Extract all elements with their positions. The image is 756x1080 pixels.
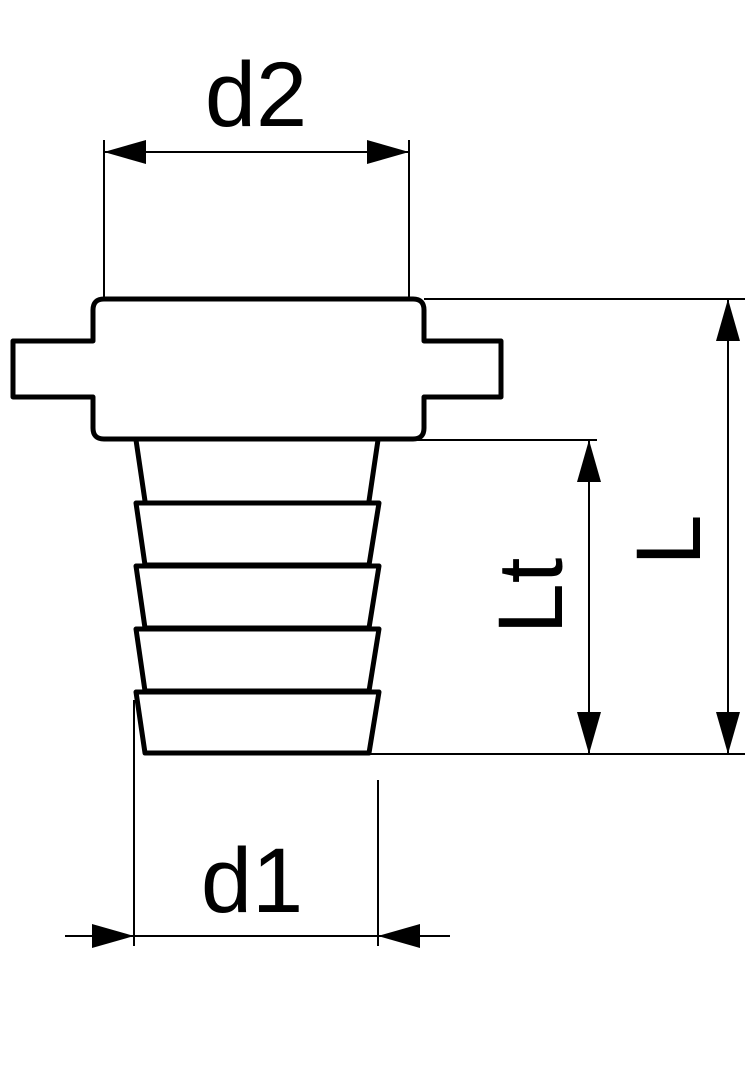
fitting-body bbox=[10, 296, 504, 756]
barb-neck bbox=[133, 439, 381, 502]
barb-ring-4 bbox=[133, 689, 382, 756]
arrowheads bbox=[92, 140, 740, 948]
d1-arrow-left bbox=[92, 924, 134, 948]
d2-arrow-left bbox=[104, 140, 146, 164]
d2-arrow-right bbox=[367, 140, 409, 164]
label-L: L bbox=[618, 514, 720, 565]
L-arrow-top bbox=[716, 299, 740, 341]
barb-ring-3 bbox=[133, 626, 382, 694]
label-Lt: Lt bbox=[480, 558, 582, 635]
d1-arrow-right bbox=[378, 924, 420, 948]
Lt-arrow-top bbox=[577, 440, 601, 482]
barb-ring-2 bbox=[133, 563, 382, 631]
label-d1: d1 bbox=[201, 830, 303, 932]
label-d2: d2 bbox=[205, 44, 307, 146]
hex-collar bbox=[10, 296, 504, 442]
Lt-arrow-bottom bbox=[577, 712, 601, 754]
L-arrow-bottom bbox=[716, 712, 740, 754]
barb-ring-1 bbox=[133, 500, 382, 568]
